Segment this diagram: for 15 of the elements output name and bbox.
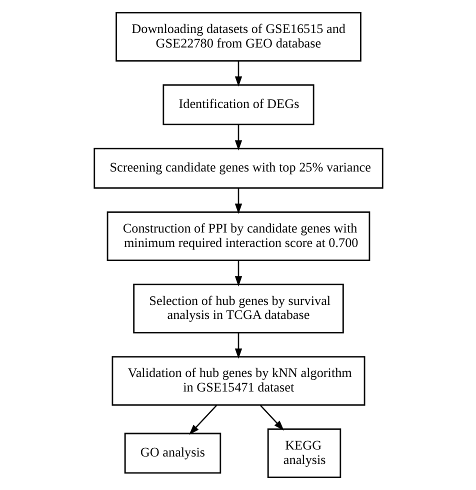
arrow xyxy=(234,124,242,151)
arrow xyxy=(234,188,242,214)
node-box: Construction of PPI by candidate genes with minimum required interaction score at 0.700 xyxy=(106,211,370,262)
arrow xyxy=(234,61,242,87)
arrow xyxy=(188,404,217,435)
arrow xyxy=(234,260,242,286)
arrow xyxy=(234,333,242,359)
node-box: Downloading datasets of GSE16515 and GSE22780 from GEO database xyxy=(115,12,361,62)
node-box: Selection of hub genes by survival analysis in TCGA database xyxy=(132,284,344,334)
node-box: KEGG analysis xyxy=(266,428,341,478)
node-box: Identification of DEGs xyxy=(162,84,314,126)
node-box: Screening candidate genes with top 25% variance xyxy=(93,148,383,189)
node-box: Validation of hub genes by kNN algorithm in GSE15471 dataset xyxy=(111,356,365,406)
node-box: GO analysis xyxy=(124,432,221,474)
arrow xyxy=(259,404,284,431)
